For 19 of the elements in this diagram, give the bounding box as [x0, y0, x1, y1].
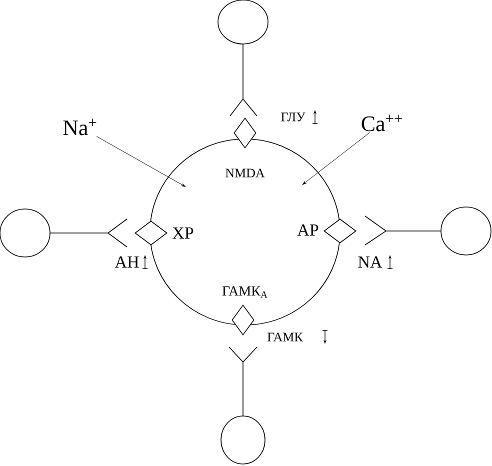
arrow	[302, 132, 370, 185]
arrow	[96, 136, 186, 187]
transmitter-label: NMDA	[226, 168, 265, 178]
transmitter-label: АН	[114, 256, 139, 268]
receptor-diamond	[324, 218, 356, 244]
receptor-label: ХР	[172, 227, 194, 239]
neuron-circle	[440, 206, 492, 256]
receptor-diamond	[234, 117, 256, 148]
neuron-circle	[220, 416, 266, 464]
cell-circle	[150, 138, 340, 326]
transmitter-label: ГЛУ	[281, 112, 306, 122]
receptor-label: АР	[297, 224, 318, 236]
ion-label: Ca$^{++}$	[362, 114, 402, 132]
ion-label: Na$^{+}$	[63, 118, 96, 136]
transmitter-label: NA	[358, 256, 382, 268]
receptor-diamond	[134, 220, 168, 246]
transmitter-label: ГАМК	[268, 332, 303, 342]
receptor-label: ГАМК$_{А}$	[222, 286, 268, 298]
receptor-diamond	[232, 304, 254, 336]
